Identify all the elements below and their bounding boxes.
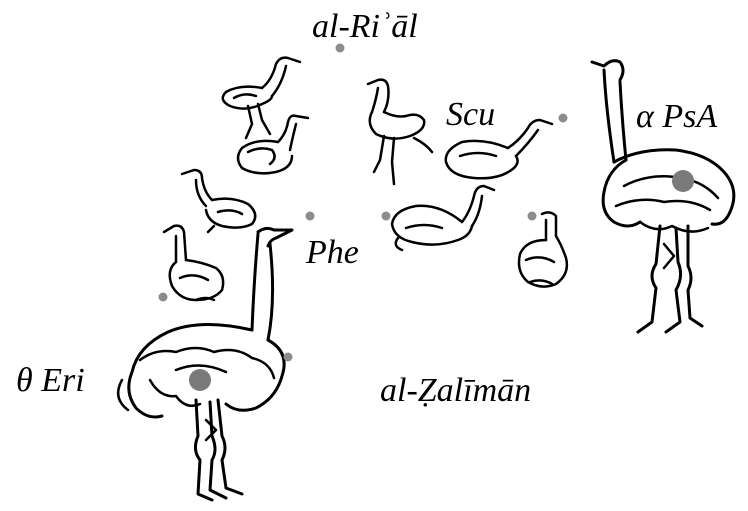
label-scu: Scu [446,98,495,132]
label-phe: Phe [306,236,359,270]
star-phe-mid [382,212,391,221]
small-ostrich-top-left-sitting [238,116,308,174]
small-ostrich-center-lower [392,186,494,250]
star-scu [559,114,568,123]
small-ostrich-center-standing [368,80,432,184]
label-theta-eri: θ Eri [16,364,85,398]
small-ostrich-mid-left [182,170,255,232]
label-al-rial: al-Riʾāl [312,10,418,44]
star-left-chick [159,293,168,302]
small-ostrich-left [164,226,223,300]
star-theta-eri-near [284,353,293,362]
label-alpha-psa: α PsA [636,100,717,134]
large-ostrich-left [118,228,292,500]
star-phe-right [528,212,537,221]
star-phe-left [306,212,315,221]
label-al-zalman: al-Ẓalīmān [380,374,531,408]
small-ostrich-right [519,212,567,286]
star-theta-eri [189,369,211,391]
star-alpha-psa [672,170,694,192]
